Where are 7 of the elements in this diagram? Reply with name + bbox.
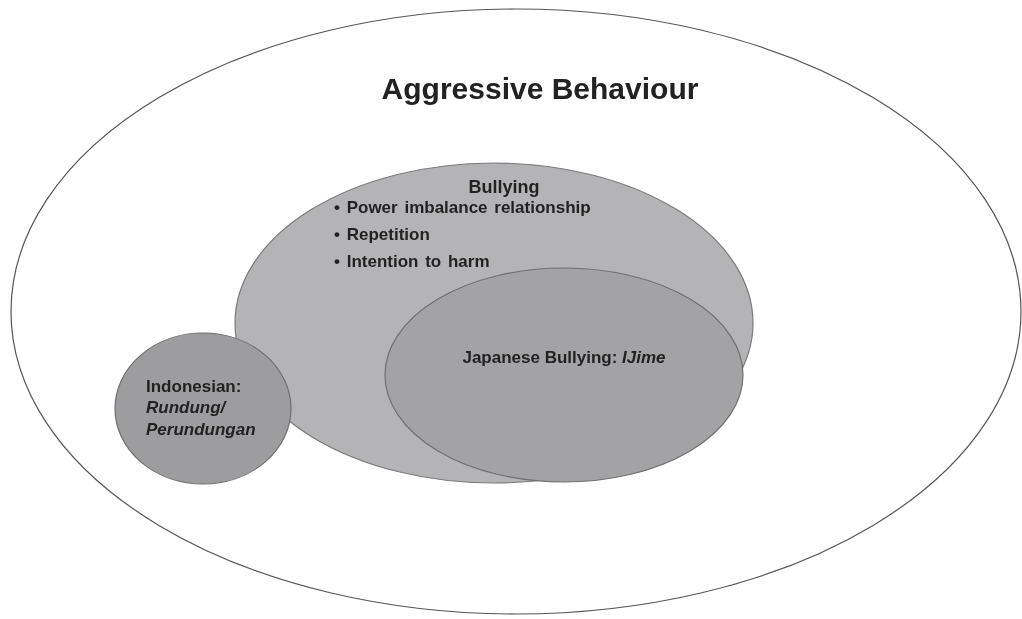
heading: Bullying bbox=[467, 176, 541, 199]
circle-label: Indonesian: Rundung/ Perundungan bbox=[146, 376, 257, 440]
bullet-item: • Power imbalance relationship bbox=[334, 197, 592, 219]
heading: Aggressive Behaviour bbox=[380, 71, 700, 107]
circle-label: Japanese Bullying: IJime bbox=[461, 347, 667, 369]
bullet-item: • Repetition bbox=[334, 224, 431, 246]
bullet-item: • Intention to harm bbox=[334, 251, 491, 273]
